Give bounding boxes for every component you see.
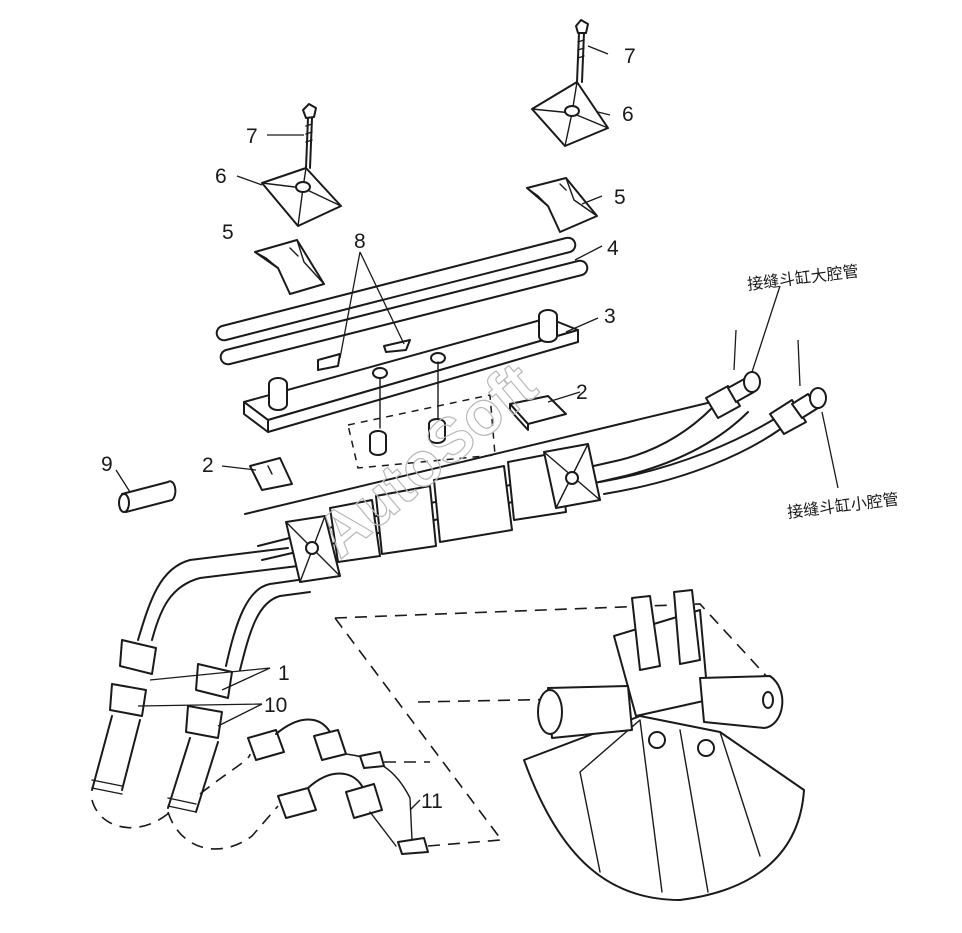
callout-1: 1 (278, 662, 290, 685)
part-6-washer-plate-left (261, 167, 342, 227)
bucket (523, 589, 805, 901)
callout-6-left: 6 (215, 165, 227, 188)
part-10-elbow-fittings (247, 718, 383, 819)
callout-2-right: 2 (576, 381, 588, 404)
part-9-sleeve (118, 480, 177, 513)
part-3-mounting-bar (243, 309, 579, 433)
hose-clamp-block (285, 443, 601, 583)
callout-8: 8 (354, 230, 366, 253)
callout-9: 9 (101, 453, 113, 476)
callout-7-right: 7 (624, 45, 636, 68)
callout-3: 3 (604, 305, 616, 328)
leader-lines (115, 45, 839, 811)
callout-7-left: 7 (246, 125, 258, 148)
label-large-chamber-hose: 接缝斗缸大腔管 (746, 261, 859, 294)
label-small-chamber-hose: 接缝斗缸小腔管 (786, 489, 899, 522)
callout-6-right: 6 (622, 103, 634, 126)
part-2-rubber-pad-left (249, 457, 293, 491)
left-hose-fittings (91, 639, 233, 813)
part-5-clamp-half-left (254, 239, 325, 295)
part-4-pipe-rods (215, 236, 589, 366)
callout-10: 10 (264, 694, 287, 717)
part-7-bolt-right (575, 19, 589, 83)
part-8-clips (347, 361, 496, 469)
part-11-connector (345, 751, 501, 855)
part-6-washer-plate-right (531, 81, 609, 147)
callout-5-left: 5 (222, 221, 234, 244)
right-hose-fittings (705, 371, 827, 435)
callout-2-left: 2 (202, 454, 214, 477)
callout-11: 11 (421, 790, 443, 813)
part-5-clamp-half-right (526, 177, 598, 233)
callout-5-right: 5 (614, 186, 626, 209)
part-2-rubber-pad-right (509, 395, 567, 431)
callout-4: 4 (607, 237, 619, 260)
main-hose-pair (137, 399, 783, 671)
part-7-bolt-left (302, 103, 317, 169)
